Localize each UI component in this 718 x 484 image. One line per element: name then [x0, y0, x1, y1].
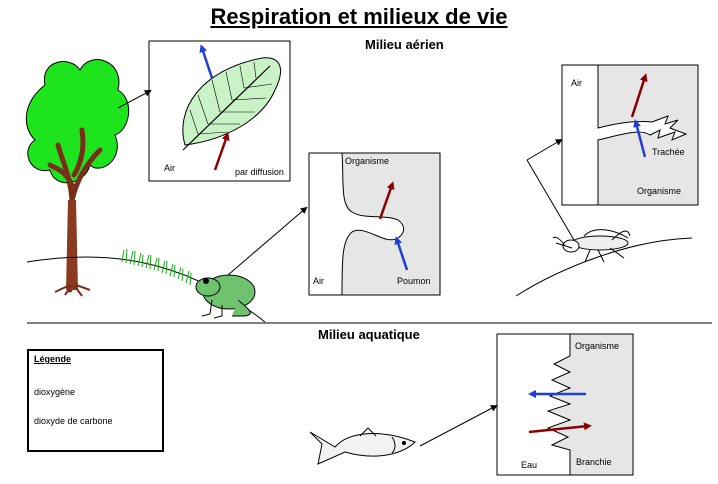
lung-organism-label: Organisme — [345, 156, 390, 166]
gill-organism-label: Organisme — [575, 341, 620, 351]
section-aquatic: Milieu aquatique — [318, 327, 420, 342]
lung-lung-label: Poumon — [397, 276, 431, 286]
page-title: Respiration et milieux de vie — [210, 4, 508, 29]
legend-title: Légende — [34, 354, 72, 364]
insect-organism-label: Organisme — [637, 186, 682, 196]
legend: Légende dioxygène dioxyde de carbone — [27, 349, 164, 452]
tree — [25, 59, 130, 297]
grass — [121, 248, 192, 286]
lung-air-label: Air — [313, 276, 324, 286]
legend-item-oxygen: dioxygène — [34, 387, 76, 397]
frog — [195, 274, 256, 319]
insect-air-label: Air — [571, 78, 582, 88]
fish — [309, 427, 416, 465]
legend-item-co2: dioxyde de carbone — [34, 416, 113, 426]
grasshopper — [552, 229, 631, 263]
leaf — [182, 57, 282, 151]
leaf-air-label: Air — [164, 163, 175, 173]
gill-water-label: Eau — [521, 460, 538, 470]
section-aerial: Milieu aérien — [365, 37, 444, 52]
gill-gill-label: Branchie — [576, 457, 612, 467]
insect-trachea-label: Trachée — [652, 147, 685, 157]
leaf-diffusion-label: par diffusion — [235, 167, 284, 177]
